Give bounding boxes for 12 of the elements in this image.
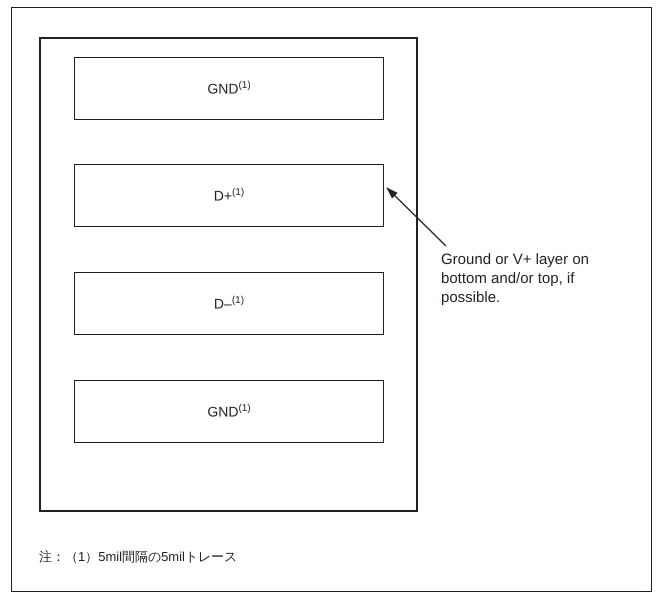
footnote: 注：（1）5mil間隔の5milトレース	[39, 548, 237, 566]
trace-box	[74, 57, 384, 120]
trace-box	[74, 380, 384, 443]
trace-box	[74, 272, 384, 335]
trace-label: GND$^{(1)}$	[207, 80, 251, 97]
callout-text: Ground or V+ layer on bottom and/or top, if possible.	[441, 251, 590, 306]
trace-label: D+$^{(1)}$	[214, 187, 244, 204]
circuit-board	[39, 37, 418, 512]
leader-arrow	[386, 187, 446, 246]
trace-label: GND$^{(1)}$	[207, 403, 251, 420]
trace-box	[74, 164, 384, 227]
trace-label: D–$^{(1)}$	[214, 295, 244, 312]
